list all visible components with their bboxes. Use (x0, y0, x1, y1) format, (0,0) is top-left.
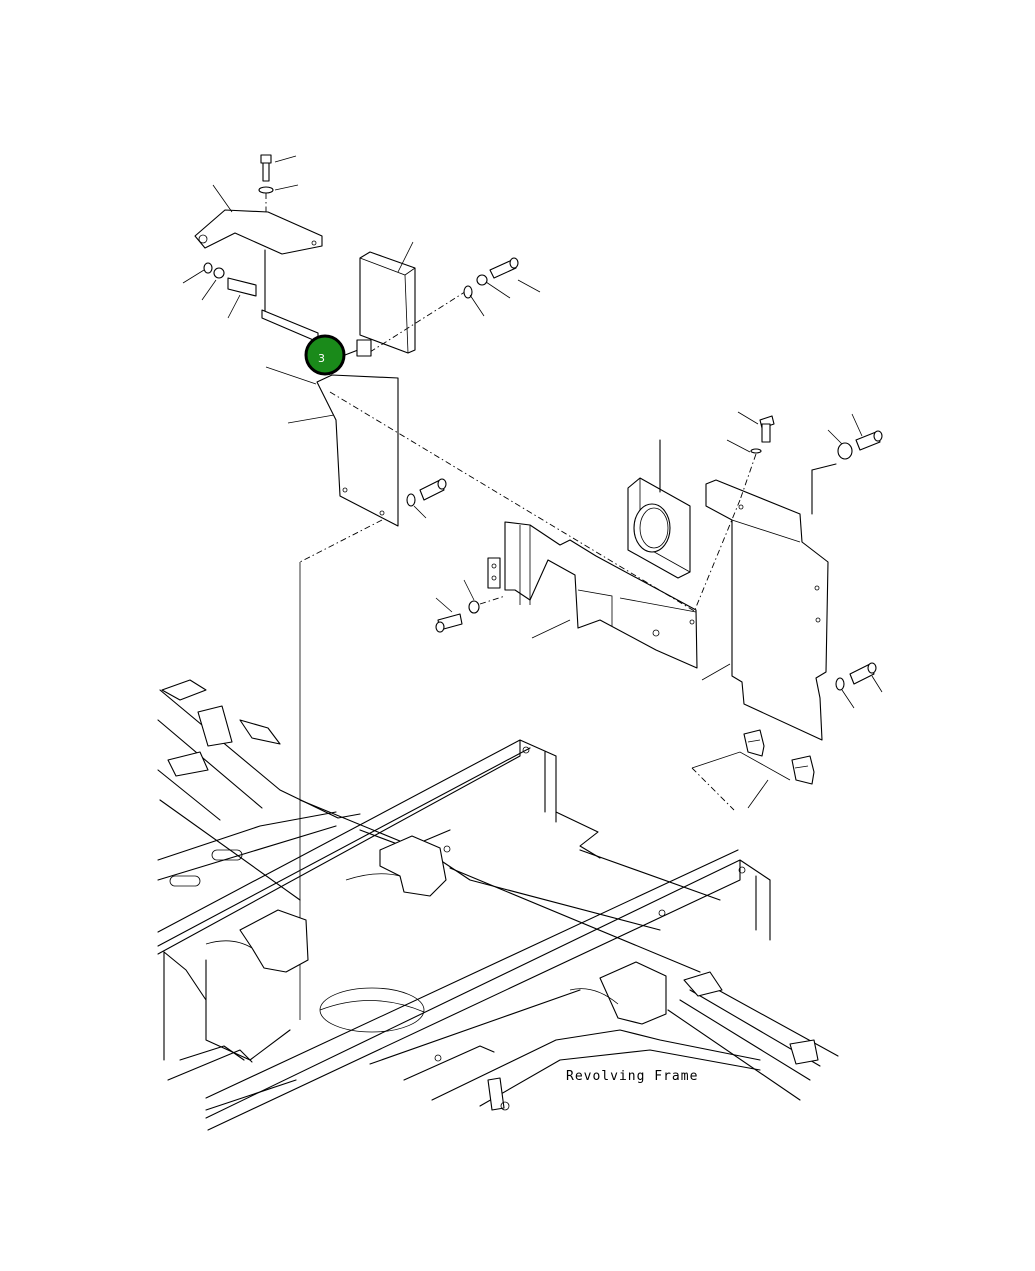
upper-bracket-assembly (182, 154, 323, 343)
bolt (260, 154, 297, 182)
flange-plate (627, 439, 691, 579)
pad-hardware (369, 257, 541, 353)
right-cover-plate (691, 411, 883, 809)
callout-number: 3 (318, 352, 325, 365)
rubber-pad (359, 241, 416, 354)
washer (258, 184, 299, 194)
revolving-frame-label: Revolving Frame (566, 1069, 698, 1084)
middle-bracket (435, 521, 698, 669)
callout-3[interactable]: 3 (304, 334, 346, 376)
callout-badge[interactable] (304, 334, 346, 376)
revolving-frame (157, 679, 839, 1131)
left-cover-plate (265, 366, 447, 527)
